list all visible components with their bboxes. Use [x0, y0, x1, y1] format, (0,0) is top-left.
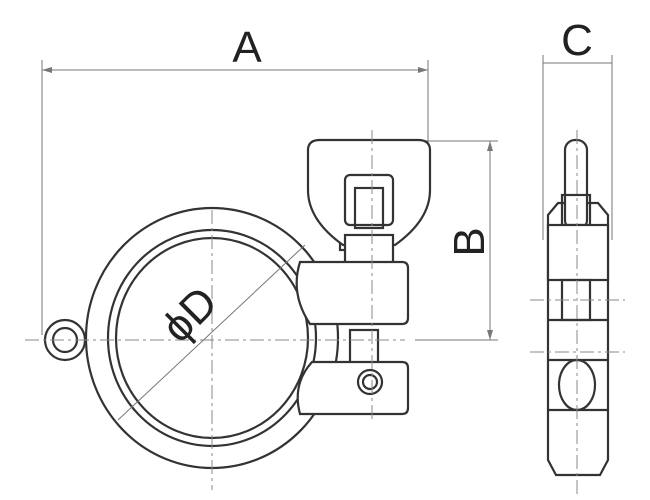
- label-a: A: [232, 23, 262, 72]
- clamp-front-view: [25, 130, 432, 490]
- label-c: C: [561, 16, 593, 65]
- label-b: B: [445, 227, 494, 256]
- pin-circle: [356, 368, 384, 396]
- lower-lug: [296, 360, 410, 416]
- wing-nut: [306, 138, 432, 247]
- dimension-c: [542, 55, 613, 240]
- dimension-a: [41, 60, 429, 335]
- clamp-side-view: [530, 130, 625, 495]
- upper-lug: [295, 260, 410, 326]
- dimension-b: [415, 140, 498, 341]
